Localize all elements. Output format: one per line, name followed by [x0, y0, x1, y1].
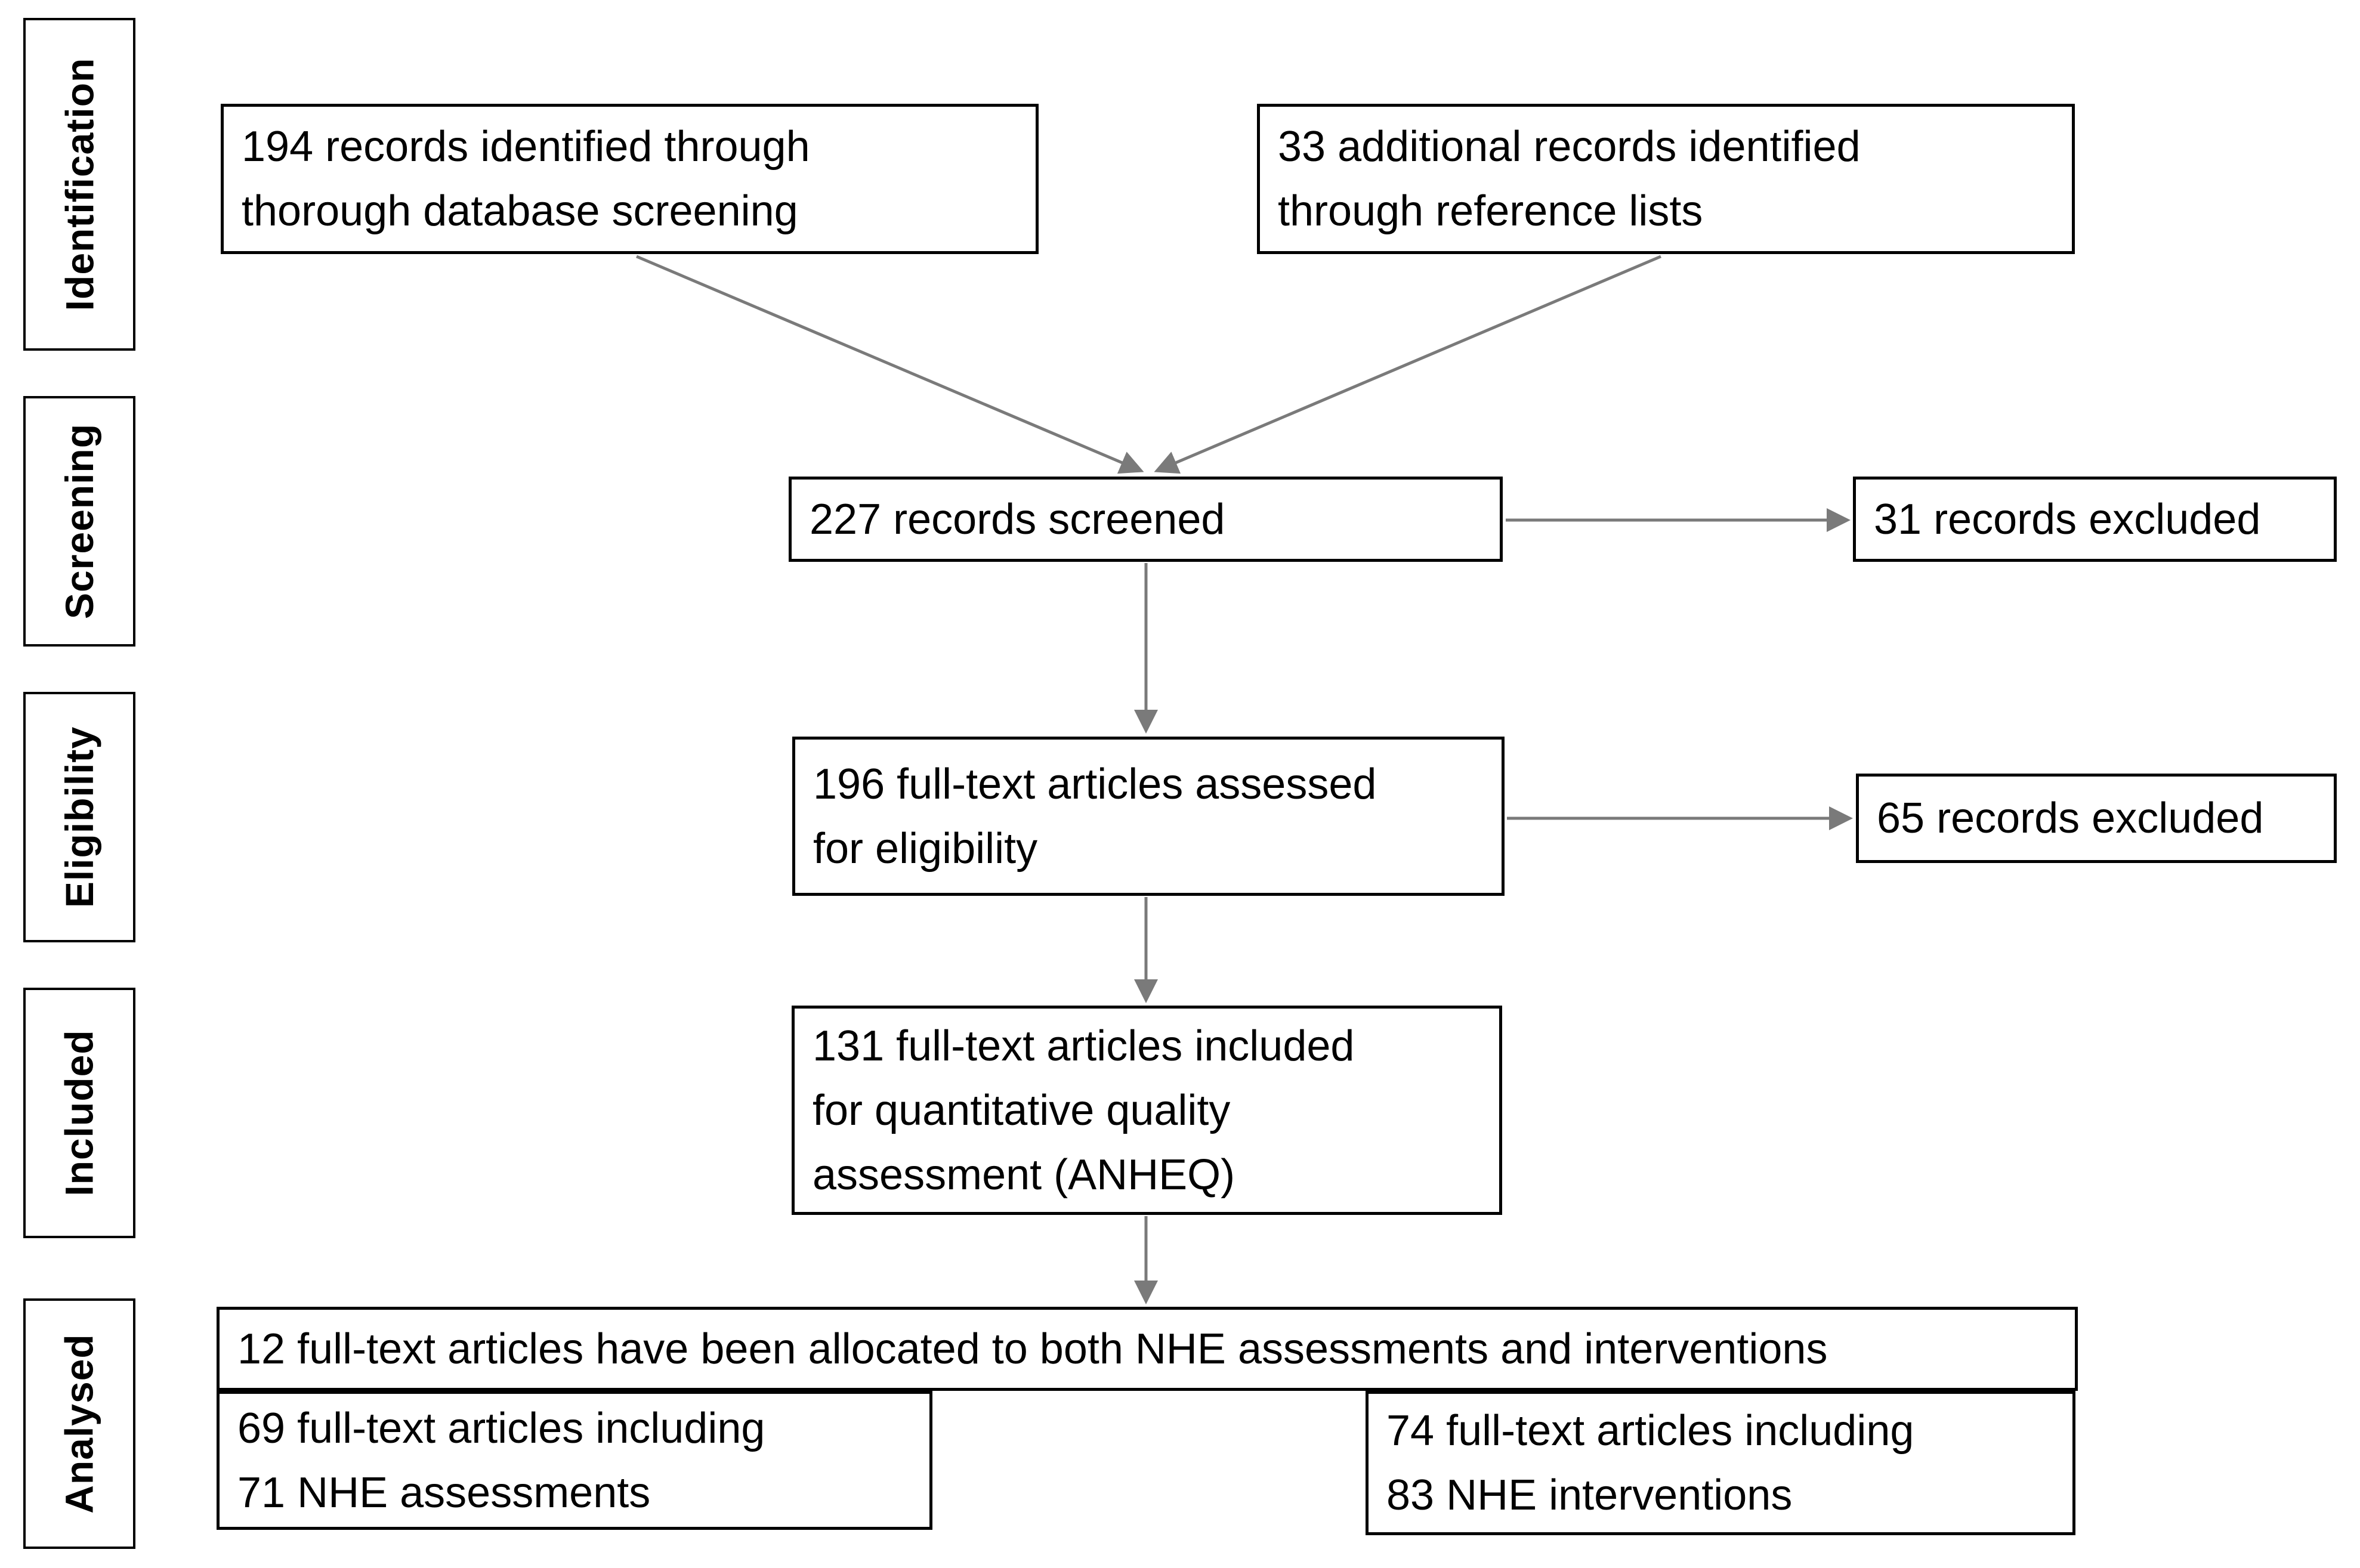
- box-records-screened-text: 227 records screened: [810, 495, 1225, 543]
- box-nhe-assessments: 69 full-text articles including 71 NHE a…: [217, 1391, 932, 1530]
- box-fulltext-included-quality-text: 131 full-text articles included for quan…: [813, 1022, 1355, 1199]
- box-records-excluded-screening: 31 records excluded: [1853, 477, 2337, 562]
- box-records-excluded-eligibility: 65 records excluded: [1856, 774, 2337, 863]
- box-nhe-assessments-text: 69 full-text articles including 71 NHE a…: [237, 1404, 765, 1517]
- stage-label-identification-text: Identification: [57, 57, 102, 311]
- box-records-identified-database-text: 194 records identified through thorough …: [242, 123, 810, 235]
- stage-label-analysed-text: Analysed: [57, 1334, 101, 1514]
- stage-label-included: Included: [23, 988, 135, 1238]
- box-records-screened: 227 records screened: [789, 477, 1503, 562]
- stage-label-analysed: Analysed: [23, 1298, 135, 1549]
- stage-label-eligibility: Eligibility: [23, 692, 135, 942]
- box-records-excluded-eligibility-text: 65 records excluded: [1877, 794, 2264, 842]
- stage-label-screening-text: Screening: [57, 423, 102, 620]
- stage-label-eligibility-text: Eligibility: [57, 726, 102, 908]
- box-fulltext-assessed: 196 full-text articles assessed for elig…: [792, 737, 1505, 896]
- box-nhe-interventions-text: 74 full-text articles including 83 NHE i…: [1386, 1407, 1914, 1519]
- box-fulltext-assessed-text: 196 full-text articles assessed for elig…: [813, 760, 1377, 873]
- stage-label-identification: Identification: [23, 18, 135, 351]
- stage-label-included-text: Included: [57, 1029, 102, 1196]
- box-allocated-both: 12 full-text articles have been allocate…: [217, 1307, 2078, 1391]
- box-allocated-both-text: 12 full-text articles have been allocate…: [237, 1325, 1828, 1373]
- box-fulltext-included-quality: 131 full-text articles included for quan…: [792, 1006, 1502, 1215]
- stage-label-screening: Screening: [23, 396, 135, 647]
- box-records-identified-references-text: 33 additional records identified through…: [1278, 123, 1861, 235]
- arrow-references-to-screened: [1154, 255, 1661, 474]
- box-records-identified-database: 194 records identified through thorough …: [221, 104, 1039, 254]
- box-nhe-interventions: 74 full-text articles including 83 NHE i…: [1366, 1391, 2075, 1535]
- arrow-database-to-screened: [636, 255, 1144, 474]
- box-records-excluded-screening-text: 31 records excluded: [1874, 495, 2261, 543]
- box-records-identified-references: 33 additional records identified through…: [1257, 104, 2075, 254]
